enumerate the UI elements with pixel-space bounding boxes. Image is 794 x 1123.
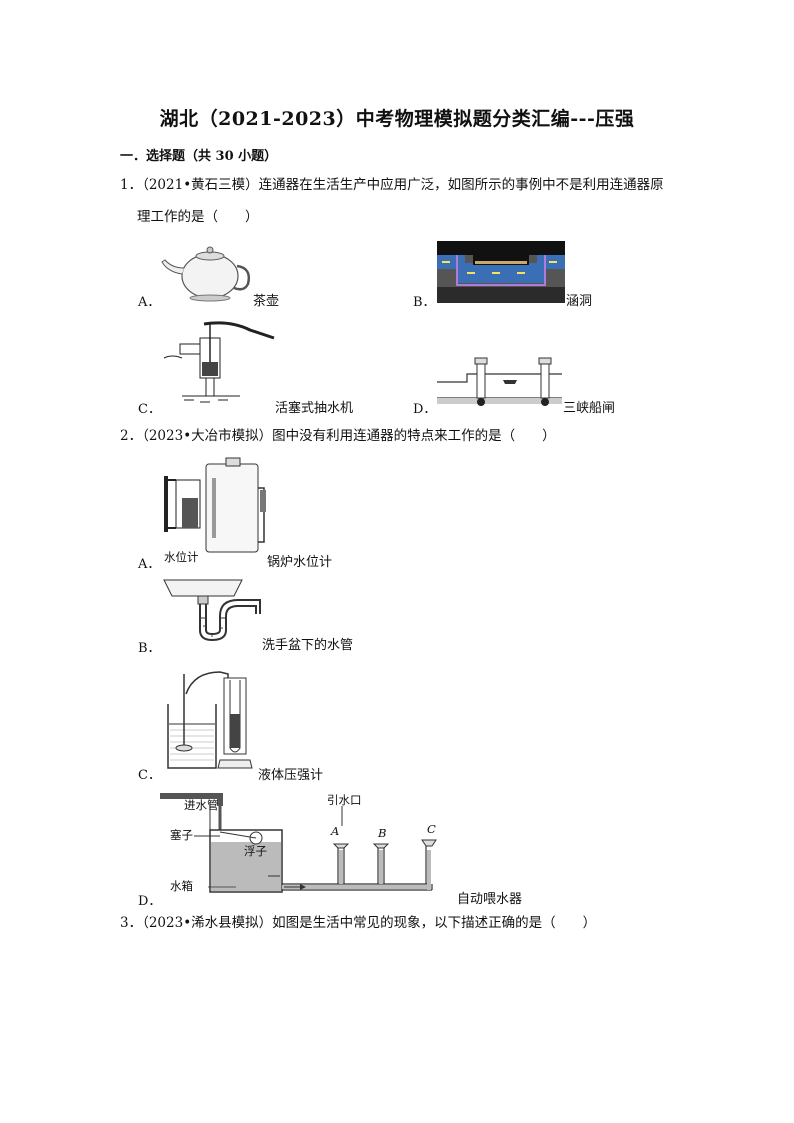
feeder-label-outlet: 引水口: [327, 793, 362, 807]
feeder-label-inlet: 进水管: [184, 798, 219, 812]
q1-option-a-caption: 茶壶: [253, 294, 280, 309]
piston-pump-figure: [163, 321, 275, 403]
q2-option-b-letter[interactable]: B．: [138, 641, 161, 656]
culvert-figure: [437, 241, 565, 303]
q3-stem: 3．（2023•浠水县模拟）如图是生活中常见的现象，以下描述正确的是（ ）: [120, 915, 597, 931]
pressure-gauge-figure: [167, 671, 253, 769]
q1-option-a-letter[interactable]: A．: [138, 295, 161, 310]
auto-feeder-figure: [160, 793, 437, 893]
q2-option-d-caption: 自动喂水器: [457, 892, 523, 907]
feeder-label-c: C: [427, 822, 436, 836]
q2-option-c-letter[interactable]: C．: [138, 768, 161, 783]
q1-option-c-letter[interactable]: C．: [138, 402, 161, 417]
feeder-label-plug: 塞子: [170, 828, 193, 842]
page-title: 湖北（2021-2023）中考物理模拟题分类汇编---压强: [159, 108, 635, 130]
boiler-gauge-figure: [164, 457, 266, 553]
q1-option-c-caption: 活塞式抽水机: [275, 401, 354, 416]
feeder-label-b: B: [378, 826, 387, 840]
q2-option-d-letter[interactable]: D．: [138, 894, 162, 909]
q2-stem: 2．（2023•大冶市模拟）图中没有利用连通器的特点来工作的是（ ）: [120, 428, 556, 444]
teapot-figure: [161, 246, 251, 302]
q2-option-c-caption: 液体压强计: [258, 768, 324, 783]
q2-option-b-caption: 洗手盆下的水管: [262, 638, 354, 653]
feeder-label-float: 浮子: [244, 844, 267, 858]
q1-option-b-caption: 涵洞: [566, 294, 593, 309]
feeder-label-a: A: [331, 824, 340, 838]
ship-lock-figure: [437, 357, 562, 406]
q1-stem-line1: 1．（2021•黄石三模）连通器在生活生产中应用广泛，如图所示的事例中不是利用连…: [120, 177, 664, 193]
q1-option-b-letter[interactable]: B．: [413, 295, 436, 310]
sink-trap-figure: [163, 579, 261, 642]
q2-a-gauge-label: 水位计: [164, 550, 199, 564]
section-heading: 一．选择题（共 30 小题）: [120, 149, 278, 164]
q2-option-a-caption: 锅炉水位计: [267, 555, 333, 570]
q1-stem-line2: 理工作的是（ ）: [137, 209, 259, 225]
q2-option-a-letter[interactable]: A．: [138, 557, 161, 572]
feeder-label-tank: 水箱: [170, 879, 193, 893]
q1-option-d-caption: 三峡船闸: [563, 401, 616, 416]
q1-option-d-letter[interactable]: D．: [413, 402, 437, 417]
